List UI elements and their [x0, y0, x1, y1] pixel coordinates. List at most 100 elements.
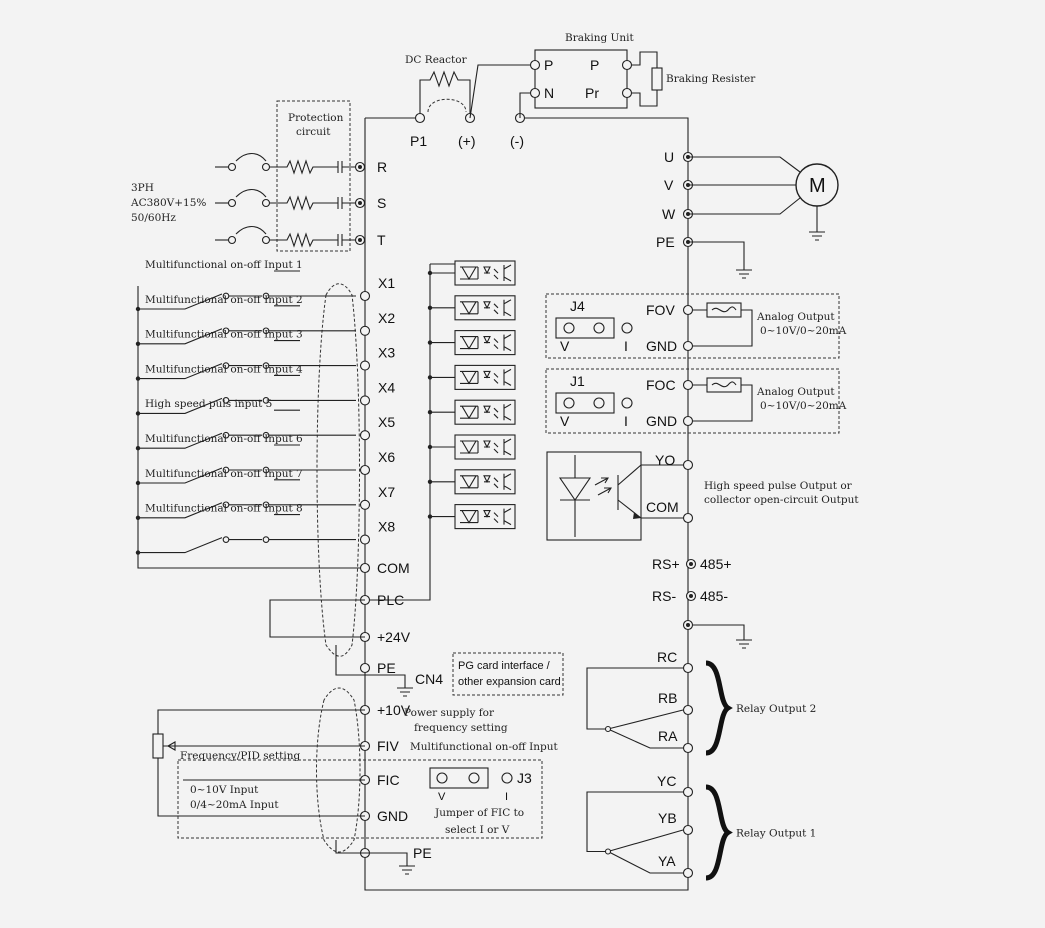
- label-gnd-2: GND: [646, 413, 677, 429]
- terminal-com: [359, 562, 371, 574]
- terminal-pe: [359, 662, 371, 674]
- jumper-label-2: J1: [570, 373, 585, 389]
- braking-resister-label: Braking Resister: [666, 73, 756, 85]
- relay2-brace: [705, 660, 733, 756]
- dc-bus-section: DC Reactor P1 (+) (-) Braking Unit P N P…: [405, 32, 756, 149]
- analog-text-a-2: Analog Output: [756, 386, 835, 398]
- terminal-x5: [359, 430, 371, 441]
- relay2-label: Relay Output 2: [736, 703, 816, 715]
- label-ra: RA: [658, 728, 678, 744]
- yo-text-1: High speed pulse Output or: [704, 480, 853, 492]
- terminal-rs-plus-dot: [689, 562, 693, 566]
- jumper-v-1: V: [560, 338, 570, 354]
- label-x6: X6: [378, 449, 395, 465]
- input-label-5: High speed puls input 5: [145, 398, 272, 410]
- terminal-rb: [682, 704, 694, 716]
- label-x2: X2: [378, 310, 395, 326]
- input-label-8: Multifunctional on-off Input 8: [145, 503, 303, 515]
- jumper-i-1: I: [624, 338, 628, 354]
- power-supply-text-2: frequency setting: [414, 722, 508, 734]
- terminal-x7: [359, 499, 371, 510]
- j3-jumper: [429, 767, 489, 789]
- label-u: U: [664, 149, 674, 165]
- analog-box-1: [545, 293, 840, 359]
- label-rs-plus: RS+: [652, 556, 680, 572]
- label-r: R: [377, 159, 387, 175]
- terminal-x8: [359, 534, 371, 545]
- label-x5: X5: [378, 414, 395, 430]
- terminal-p1: [414, 112, 426, 124]
- terminal-ya: [682, 867, 694, 879]
- label-pe: PE: [656, 234, 675, 250]
- terminal-x2: [359, 325, 371, 336]
- analog-text-a-1: Analog Output: [756, 311, 835, 323]
- fic-text-1: 0~10V Input: [190, 784, 259, 796]
- input-label-3: Multifunctional on-off Input 3: [145, 329, 303, 341]
- terminal-rc: [682, 662, 694, 674]
- label-ya: YA: [658, 853, 676, 869]
- terminal-ra: [682, 742, 694, 754]
- input-label-2: Multifunctional on-off Input 2: [145, 294, 303, 306]
- j3-note-2: select I or V: [445, 824, 510, 836]
- label-x3: X3: [378, 345, 395, 361]
- label-yc: YC: [657, 773, 676, 789]
- jumper-label-1: J4: [570, 298, 585, 314]
- fic-box: [177, 759, 543, 839]
- label-v10: +10V: [377, 702, 411, 718]
- minus-label: (-): [510, 133, 524, 149]
- label-s: S: [377, 195, 386, 211]
- label-x1: X1: [378, 275, 395, 291]
- label-gnd: GND: [377, 808, 408, 824]
- j3-note-1: Jumper of FIC to: [434, 807, 524, 819]
- label-fic: FIC: [377, 772, 400, 788]
- freq-pid-label: Frequency/PID setting: [180, 750, 300, 762]
- j3-v: V: [438, 791, 446, 803]
- terminal-x4: [359, 395, 371, 406]
- pg-card-line2: other expansion card: [458, 676, 561, 688]
- yo-label: YO: [655, 452, 675, 468]
- terminal-x1: [359, 290, 371, 302]
- label-x7: X7: [378, 484, 395, 500]
- label-t: T: [377, 232, 386, 248]
- terminal-foc: [682, 379, 694, 391]
- j3-i: I: [505, 791, 508, 803]
- supply-label-3: 50/60Hz: [131, 212, 176, 224]
- label-rc: RC: [657, 649, 677, 665]
- terminal-x3: [359, 360, 371, 371]
- bu-p-right: P: [590, 57, 599, 73]
- plus-label: (+): [458, 133, 476, 149]
- pulse-output-section: YO COM High speed pulse Output or collec…: [546, 451, 859, 541]
- j3-label: J3: [517, 770, 532, 786]
- bu-pr: Pr: [585, 85, 599, 101]
- digital-inputs-section: Multifunctional on-off Input 1 X1Multifun…: [135, 259, 516, 657]
- label-fiv: FIV: [377, 738, 399, 754]
- analog-text-b-2: 0~10V/0~20mA: [760, 400, 847, 412]
- fiv-text: Multifunctional on-off Input: [410, 741, 559, 753]
- label-x4: X4: [378, 379, 395, 395]
- analog-box-2: [545, 368, 840, 434]
- input-label-4: Multifunctional on-off Input 4: [145, 363, 303, 375]
- label-fov: FOV: [646, 302, 675, 318]
- jumper-v-2: V: [560, 413, 570, 429]
- terminal-yb: [682, 824, 694, 836]
- label-yb: YB: [658, 810, 677, 826]
- protection-circuit-box: [276, 100, 351, 252]
- potentiometer: [152, 733, 164, 759]
- rs485-section: RS+485+RS-485-: [652, 556, 752, 649]
- bu-p-left: P: [544, 57, 553, 73]
- input-label-7: Multifunctional on-off Input 7: [145, 468, 303, 480]
- label-foc: FOC: [646, 377, 676, 393]
- supply-label-2: AC380V+15%: [130, 197, 206, 209]
- relay1-brace: [705, 784, 733, 881]
- label-com: COM: [377, 560, 410, 576]
- terminal-rs-minus-dot: [689, 594, 693, 598]
- power-input-section: Protection circuit 3PH AC380V+15% 50/60H…: [130, 100, 387, 252]
- label-pe2: PE: [413, 845, 432, 861]
- input-label-1: Multifunctional on-off Input 1: [145, 259, 303, 271]
- dc-reactor-label: DC Reactor: [405, 54, 468, 66]
- motor-label: M: [809, 175, 826, 197]
- braking-unit-label: Braking Unit: [565, 32, 635, 44]
